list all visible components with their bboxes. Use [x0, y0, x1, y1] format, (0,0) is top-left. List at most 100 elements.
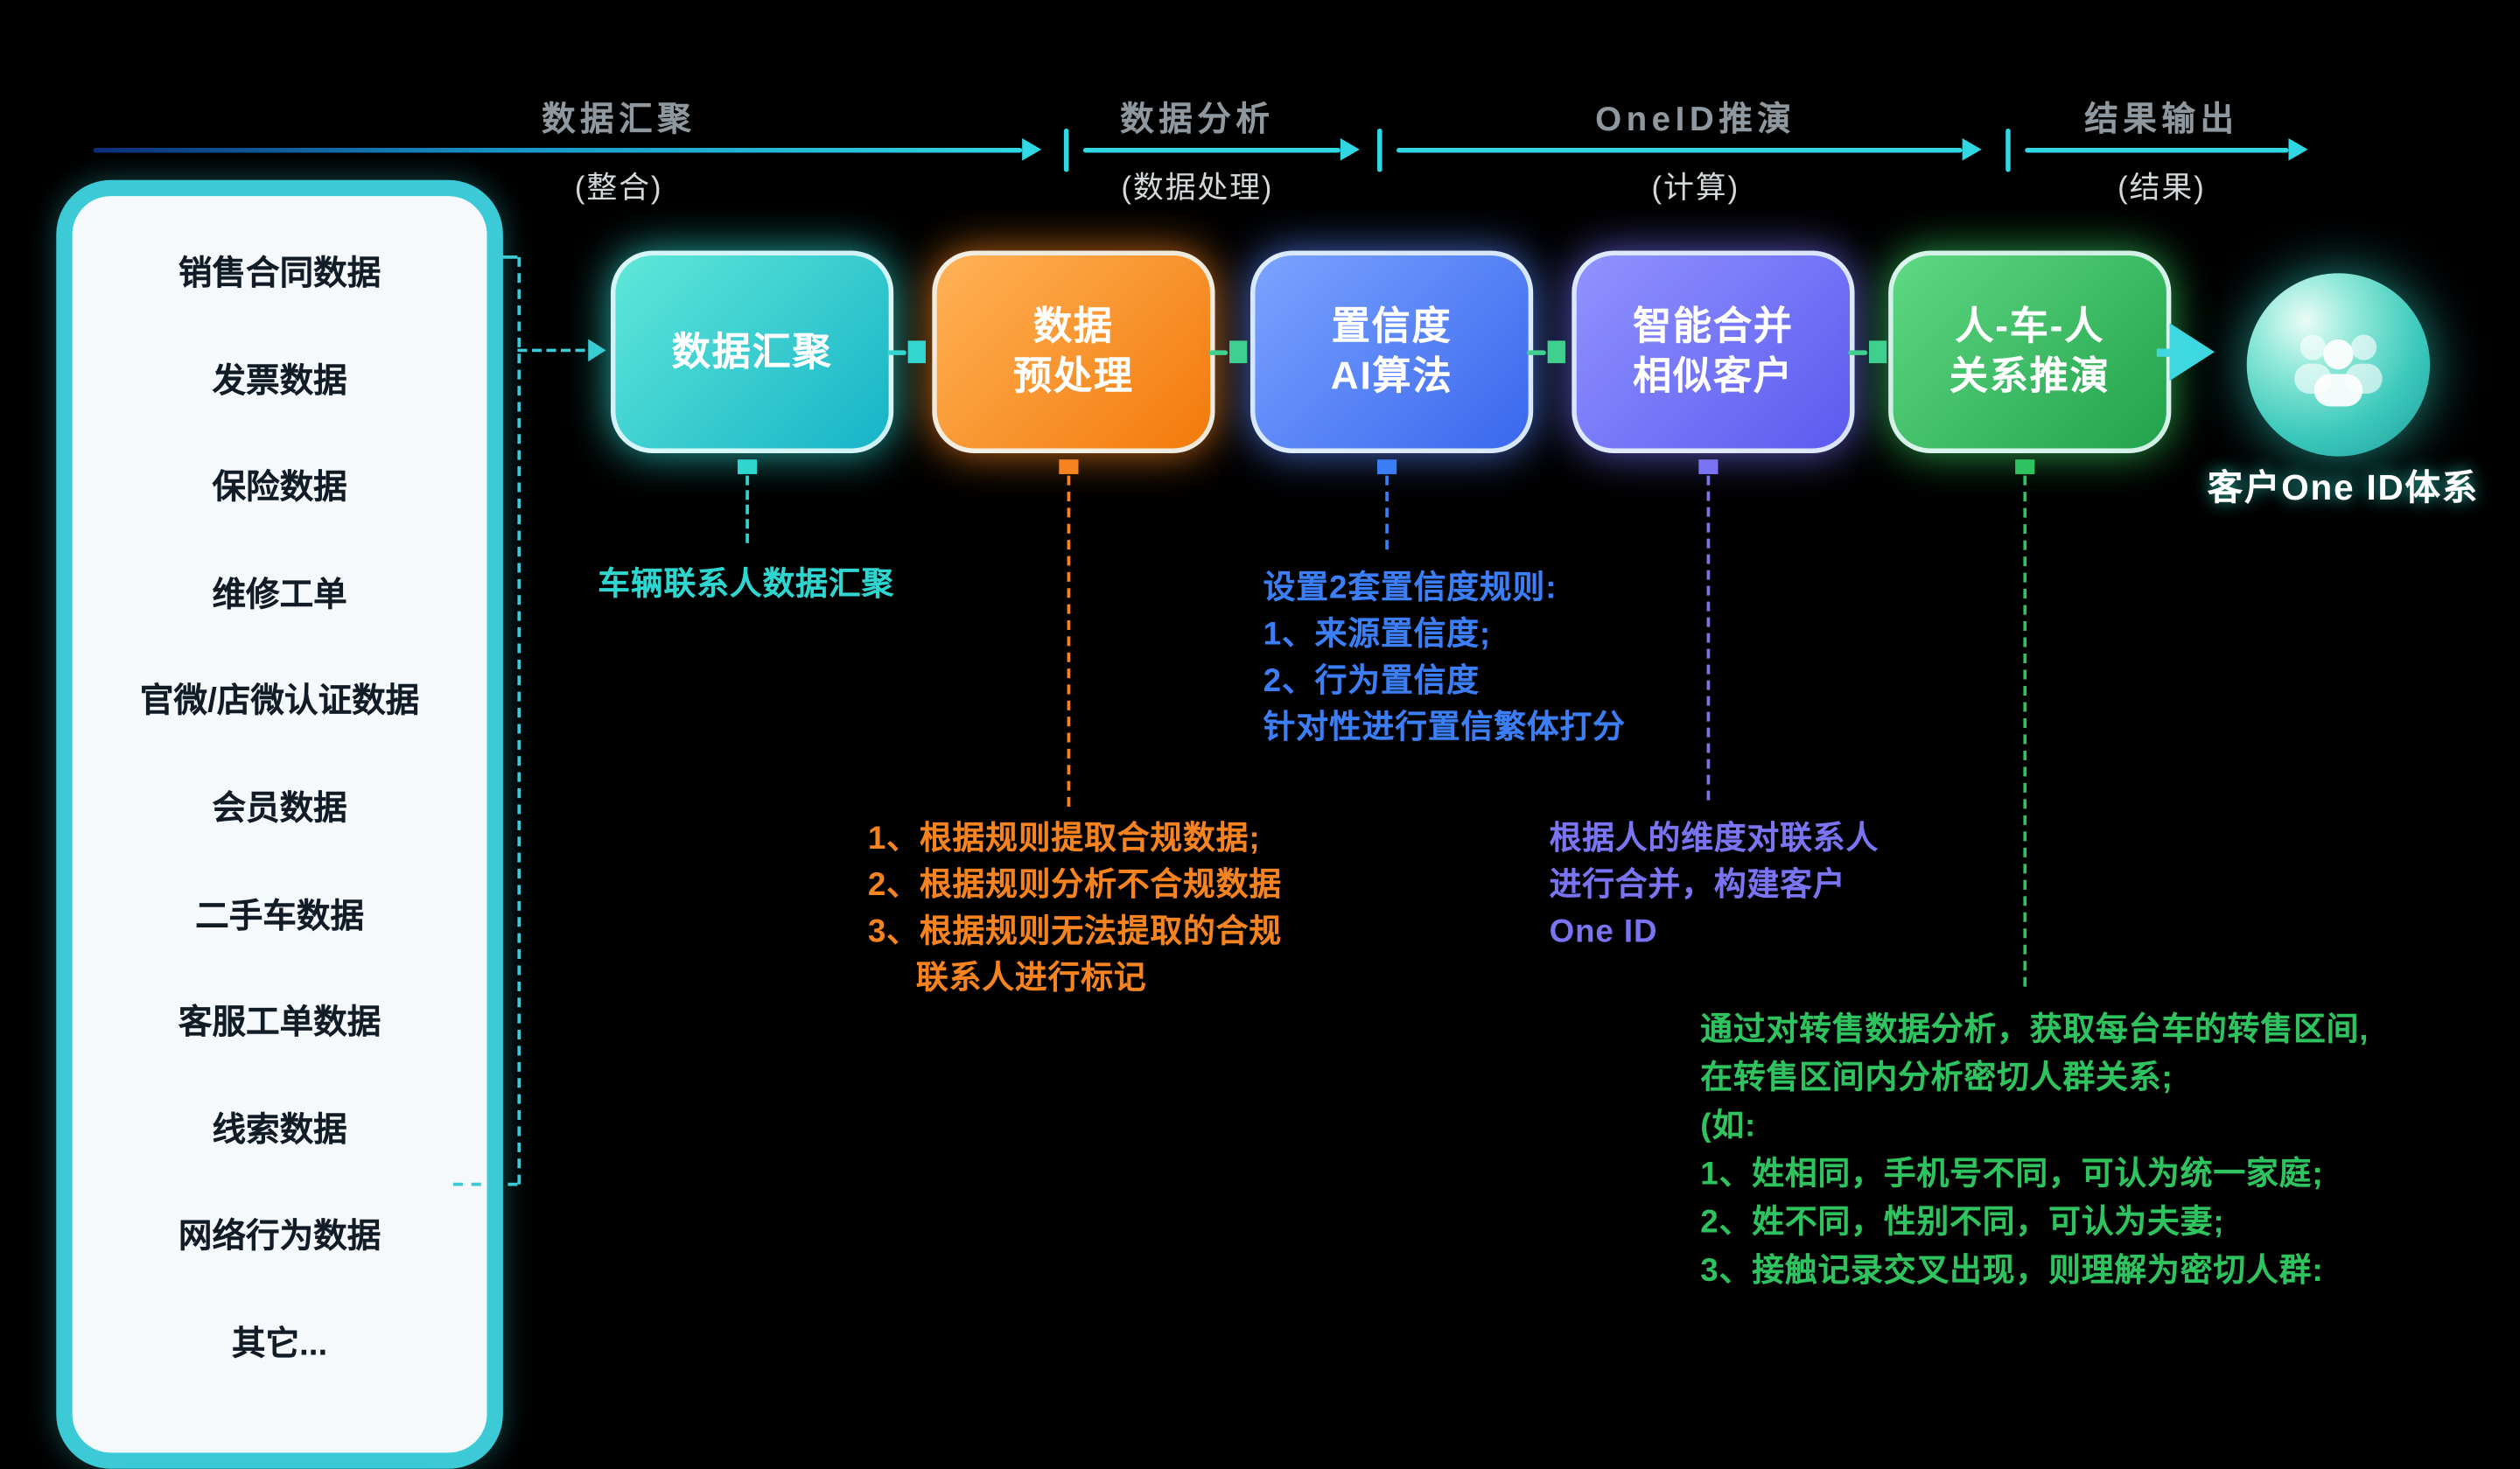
phase-subtitle: (数据处理)	[1121, 171, 1274, 206]
arrow-up-icon	[1698, 459, 1718, 474]
connector-dashed	[452, 1182, 518, 1186]
annotation-line: 针对性进行置信繁体打分	[1263, 710, 1626, 746]
phase-title: 数据分析	[1120, 101, 1275, 138]
source-item: 线索数据	[212, 1111, 347, 1149]
flow-arrow	[1208, 350, 1228, 355]
annotation-step3: 设置2套置信度规则: 1、来源置信度; 2、行为置信度 针对性进行置信繁体打分	[1264, 566, 1626, 752]
flow-arrow	[1526, 350, 1546, 355]
step-label: 相似客户	[1633, 354, 1794, 399]
timeline-segment-4	[2025, 147, 2289, 153]
step-box-data-preprocessing: 数据 预处理	[932, 250, 1215, 453]
annotation-line: 车辆联系人数据汇聚	[598, 567, 895, 603]
step-label: 关系推演	[1949, 354, 2110, 399]
arrow-right-icon	[1229, 340, 1248, 364]
connector-dashed	[500, 255, 518, 259]
step-box-smart-merge: 智能合并 相似客户	[1572, 250, 1855, 453]
source-item: 销售合同数据	[178, 255, 382, 293]
annotation-line: 进行合并，构建客户	[1549, 867, 1846, 904]
timeline-divider	[1063, 128, 1069, 172]
annotation-line: 联系人进行标记	[915, 961, 1147, 997]
step-box-data-aggregation: 数据汇聚	[610, 250, 894, 453]
annotation-line: 设置2套置信度规则:	[1263, 570, 1558, 606]
step-label: 预处理	[1013, 354, 1134, 399]
annotation-line: 在转售区间内分析密切人群关系;	[1700, 1060, 2174, 1096]
annotation-line: 1、根据规则提取合规数据;	[867, 821, 1261, 857]
step-label: 数据	[1032, 304, 1114, 349]
result-label: 客户One ID体系	[2207, 467, 2480, 508]
arrow-up-icon	[1059, 459, 1079, 474]
arrow-up-icon	[738, 459, 758, 474]
arrow-right-icon	[1022, 137, 1042, 161]
phase-title: 结果输出	[2084, 101, 2239, 138]
annotation-line: 1、来源置信度;	[1263, 617, 1492, 653]
phase-subtitle: (结果)	[2118, 171, 2206, 206]
flow-arrow	[1848, 350, 1868, 355]
arrow-up-icon	[2015, 459, 2035, 474]
annotation-line: 2、姓不同，性别不同，可认为夫妻;	[1700, 1205, 2225, 1241]
arrow-up-icon	[1377, 459, 1397, 474]
annotation-line: 2、行为置信度	[1263, 663, 1480, 699]
phase-header-1: 数据汇聚 (整合)	[410, 94, 828, 207]
connector-dashed	[517, 348, 585, 353]
step-label: 置信度	[1331, 304, 1452, 349]
timeline-segment-1	[93, 147, 1023, 153]
phase-subtitle: (计算)	[1651, 171, 1740, 206]
source-item: 二手车数据	[195, 897, 365, 935]
annotation-connector	[2023, 475, 2027, 987]
arrow-right-icon	[2169, 323, 2215, 381]
annotation-line: 1、姓相同，手机号不同，可认为统一家庭;	[1700, 1157, 2324, 1193]
phase-title: 数据汇聚	[541, 101, 696, 138]
step-label: 智能合并	[1633, 304, 1794, 349]
phase-header-4: 结果输出 (结果)	[1953, 94, 2371, 207]
phase-subtitle: (整合)	[574, 171, 663, 206]
annotation-step2: 1、根据规则提取合规数据; 2、根据规则分析不合规数据 3、根据规则无法提取的合…	[868, 816, 1282, 1003]
phase-title: OneID推演	[1595, 101, 1796, 138]
annotation-step4: 根据人的维度对联系人 进行合并，构建客户 One ID	[1550, 816, 1880, 956]
phase-header-3: OneID推演 (计算)	[1487, 94, 1905, 207]
flow-arrow	[886, 350, 906, 355]
annotation-connector	[1385, 475, 1389, 550]
annotation-step1: 车辆联系人数据汇聚	[598, 563, 894, 609]
annotation-line: 3、接触记录交叉出现，则理解为密切人群:	[1700, 1253, 2324, 1290]
annotation-line: One ID	[1549, 914, 1658, 950]
source-item: 维修工单	[212, 576, 347, 614]
source-item: 会员数据	[212, 790, 347, 828]
connector-dashed	[517, 256, 522, 1185]
annotation-line: (如:	[1700, 1109, 1757, 1144]
arrow-right-icon	[1547, 340, 1565, 364]
annotation-line: 通过对转售数据分析，获取每台车的转售区间,	[1700, 1012, 2370, 1048]
source-item: 保险数据	[212, 469, 347, 507]
timeline-segment-2	[1082, 147, 1340, 153]
arrow-right-icon	[1869, 340, 1887, 364]
step-box-confidence-ai: 置信度 AI算法	[1250, 250, 1534, 453]
customer-oneid-icon	[2246, 273, 2431, 457]
annotation-line: 根据人的维度对联系人	[1549, 821, 1880, 857]
step-label: AI算法	[1330, 354, 1453, 399]
phase-header-2: 数据分析 (数据处理)	[989, 94, 1407, 207]
step-label: 数据汇聚	[671, 330, 833, 374]
source-item: 发票数据	[212, 362, 347, 400]
source-item: 客服工单数据	[178, 1004, 382, 1042]
arrow-right-icon	[1962, 137, 1982, 161]
source-item: 网络行为数据	[178, 1218, 382, 1256]
flow-arrow	[2156, 348, 2174, 357]
arrow-right-icon	[1340, 137, 1360, 161]
annotation-connector	[1067, 475, 1071, 808]
step-label: 人-车-人	[1955, 304, 2105, 349]
annotation-line: 3、根据规则无法提取的合规	[867, 914, 1282, 950]
people-group-icon	[2294, 334, 2383, 407]
timeline-divider	[2006, 128, 2011, 172]
source-item: 其它...	[231, 1326, 328, 1363]
annotation-line: 2、根据规则分析不合规数据	[867, 867, 1282, 904]
timeline-segment-3	[1396, 147, 1963, 153]
annotation-connector	[1706, 475, 1711, 801]
data-sources-panel: 销售合同数据 发票数据 保险数据 维修工单 官微/店微认证数据 会员数据 二手车…	[56, 179, 503, 1469]
step-box-relation-inference: 人-车-人 关系推演	[1888, 250, 2172, 453]
source-item: 官微/店微认证数据	[139, 683, 420, 721]
timeline-divider	[1377, 128, 1382, 172]
arrow-right-icon	[907, 340, 926, 364]
oneid-pipeline-diagram: 数据汇聚 (整合) 数据分析 (数据处理) OneID推演 (计算) 结果输出 …	[56, 94, 2480, 1469]
arrow-right-icon	[2288, 137, 2308, 161]
annotation-connector	[746, 475, 749, 543]
arrow-right-icon	[588, 339, 606, 362]
